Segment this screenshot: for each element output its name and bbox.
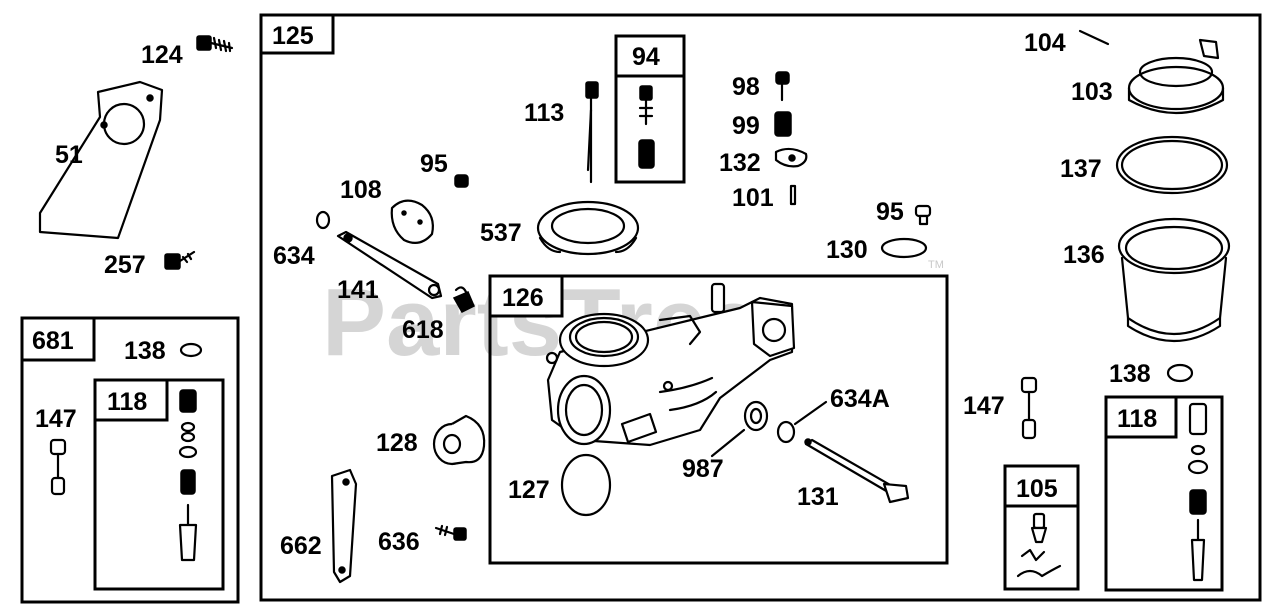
washer-634A-icon <box>776 400 828 444</box>
label-95-top: 95 <box>420 150 448 178</box>
box-118-left-tag <box>93 378 169 422</box>
box-94-parts <box>638 85 655 169</box>
box-681-tag <box>20 316 96 362</box>
carburetor-body-icon <box>545 282 796 447</box>
label-128: 128 <box>376 429 418 457</box>
gasket-137-icon <box>1115 135 1229 195</box>
spacer-128-icon <box>432 414 486 466</box>
box-125-frame <box>259 13 1262 602</box>
label-95-right: 95 <box>876 198 904 226</box>
box-681-label: 681 <box>32 327 74 355</box>
box-118-right-label: 118 <box>1117 405 1157 433</box>
screw-113-icon <box>585 81 599 184</box>
shaft-147-right-icon <box>1020 376 1038 440</box>
label-137: 137 <box>1060 155 1102 183</box>
label-104: 104 <box>1024 29 1066 57</box>
label-141: 141 <box>337 276 379 304</box>
box-105-label: 105 <box>1016 475 1058 503</box>
pin-104-icon <box>1078 29 1110 46</box>
shaft-131-icon <box>804 438 910 504</box>
shaft-147-left-icon <box>49 438 67 496</box>
kit-105-parts <box>1016 512 1062 578</box>
label-136: 136 <box>1063 241 1105 269</box>
box-126-frame <box>488 274 949 565</box>
label-147-left: 147 <box>35 405 77 433</box>
box-126-label: 126 <box>502 284 544 312</box>
label-618: 618 <box>402 316 444 344</box>
oring-138-left-icon <box>179 342 203 358</box>
label-108: 108 <box>340 176 382 204</box>
label-636: 636 <box>378 528 420 556</box>
bowl-136-icon <box>1117 217 1231 342</box>
label-51: 51 <box>55 141 83 169</box>
shaft-141-icon <box>336 230 443 300</box>
label-130: 130 <box>826 236 868 264</box>
spring-99-icon <box>774 111 792 137</box>
label-98: 98 <box>732 73 760 101</box>
clip-132-icon <box>774 147 808 168</box>
label-99: 99 <box>732 112 760 140</box>
label-138-right: 138 <box>1109 360 1151 388</box>
box-118-right-tag <box>1104 395 1178 439</box>
link-662-icon <box>330 468 358 584</box>
watermark-trademark: TM <box>928 259 944 271</box>
screw-95-right-icon <box>914 204 932 226</box>
screw-636-icon <box>434 524 467 541</box>
washer-634-icon <box>315 210 331 230</box>
box-118-left-label: 118 <box>107 388 147 416</box>
label-127: 127 <box>508 476 550 504</box>
label-634: 634 <box>273 242 315 270</box>
box-125-label: 125 <box>272 22 314 50</box>
box-681-frame <box>20 316 240 604</box>
screw-95-top-icon <box>454 174 469 188</box>
label-103: 103 <box>1071 78 1113 106</box>
box-94-tag <box>614 34 686 78</box>
oring-138-right-icon <box>1166 363 1194 383</box>
label-537: 537 <box>480 219 522 247</box>
washer-987-icon <box>710 400 769 458</box>
label-101: 101 <box>732 184 774 212</box>
label-113: 113 <box>524 99 564 127</box>
label-124: 124 <box>141 41 183 69</box>
gasket-51-icon <box>38 80 164 240</box>
label-131: 131 <box>797 483 839 511</box>
cover-103-icon <box>1127 38 1225 114</box>
disc-130-icon <box>880 237 928 259</box>
label-257: 257 <box>104 251 146 279</box>
pin-101-icon <box>789 184 797 206</box>
box-126-tag <box>488 274 564 318</box>
label-662: 662 <box>280 532 322 560</box>
bolt-257-icon <box>164 250 196 270</box>
label-634A: 634A <box>830 385 890 413</box>
diaphragm-108-icon <box>390 199 434 245</box>
label-138-left: 138 <box>124 337 166 365</box>
box-125-tag <box>259 13 335 55</box>
spring-618-icon <box>452 286 475 313</box>
label-132: 132 <box>719 149 761 177</box>
screw-98-icon <box>775 71 790 102</box>
box-105-tag <box>1003 464 1080 508</box>
kit-118-right-parts <box>1187 402 1209 582</box>
gasket-127-icon <box>560 453 612 517</box>
kit-118-left-parts <box>178 389 198 562</box>
ring-537-icon <box>536 200 640 256</box>
bolt-124-icon <box>196 35 234 53</box>
box-94-label: 94 <box>632 43 660 71</box>
label-987: 987 <box>682 455 724 483</box>
label-147-right: 147 <box>963 392 1005 420</box>
